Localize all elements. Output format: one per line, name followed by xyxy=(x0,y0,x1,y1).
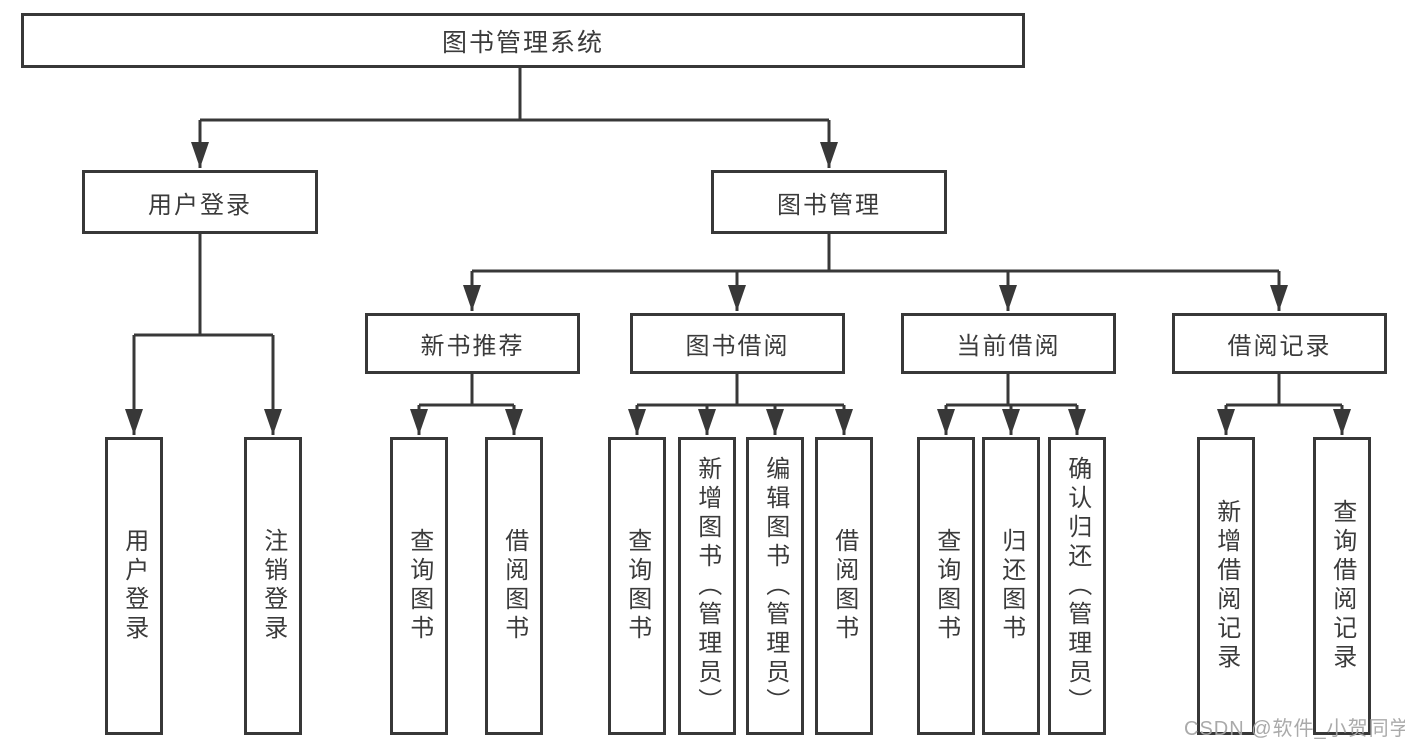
node-new-book-recommendation: 新书推荐 xyxy=(365,313,580,374)
leaf-add-books-admin: 新增图书（管理员） xyxy=(678,437,736,735)
leaf-confirm-return-admin: 确认归还（管理员） xyxy=(1048,437,1106,735)
node-borrowing-records: 借阅记录 xyxy=(1172,313,1387,374)
node-library-management-system: 图书管理系统 xyxy=(21,13,1025,68)
node-book-management: 图书管理 xyxy=(711,170,947,234)
leaf-borrow-books: 借阅图书 xyxy=(815,437,873,735)
leaf-query-borrow-record: 查询借阅记录 xyxy=(1313,437,1371,735)
leaf-logout: 注销登录 xyxy=(244,437,302,735)
leaf-return-books: 归还图书 xyxy=(982,437,1040,735)
node-user-login: 用户登录 xyxy=(82,170,318,234)
csdn-watermark: CSDN @软件_小贺同学 xyxy=(1184,718,1405,740)
leaf-user-login: 用户登录 xyxy=(105,437,163,735)
node-current-borrowing: 当前借阅 xyxy=(901,313,1116,374)
leaf-query-books-recommend: 查询图书 xyxy=(390,437,448,735)
leaf-add-borrow-record: 新增借阅记录 xyxy=(1197,437,1255,735)
node-book-borrowing: 图书借阅 xyxy=(630,313,845,374)
leaf-borrow-books-recommend: 借阅图书 xyxy=(485,437,543,735)
leaf-query-books-current: 查询图书 xyxy=(917,437,975,735)
leaf-edit-books-admin: 编辑图书（管理员） xyxy=(746,437,804,735)
leaf-query-books-borrow: 查询图书 xyxy=(608,437,666,735)
